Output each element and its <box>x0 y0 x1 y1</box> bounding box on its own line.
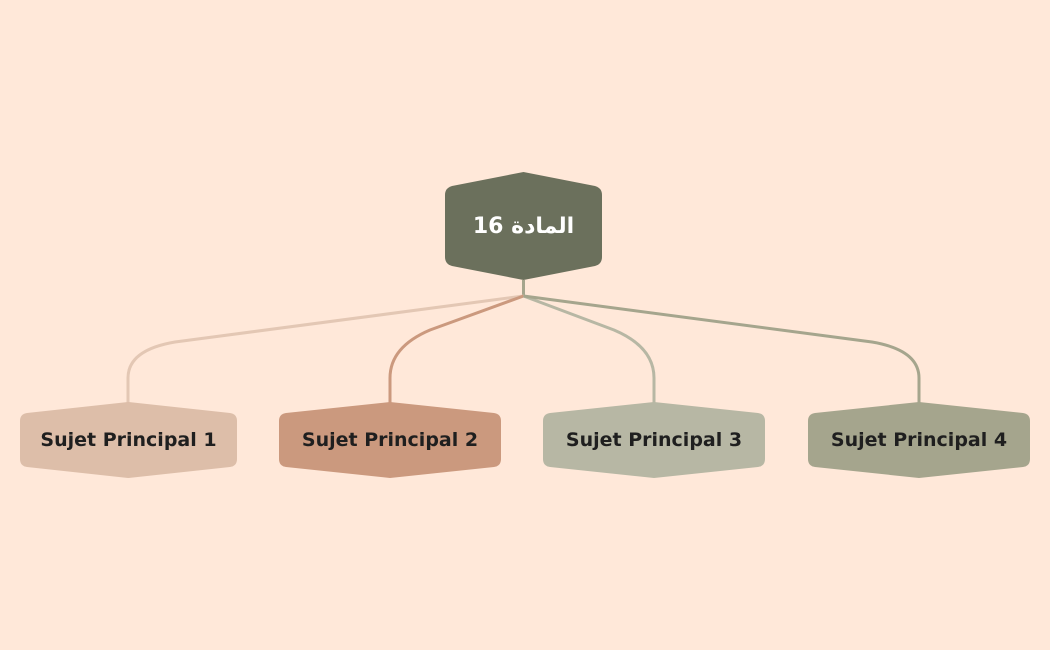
topic-label: Sujet Principal 3 <box>565 429 743 451</box>
connector-topic-2 <box>388 294 525 404</box>
topic-node-2[interactable]: Sujet Principal 2 <box>279 402 501 478</box>
topic-shape <box>279 402 501 478</box>
root-topic[interactable]: المادة 16 <box>445 172 602 280</box>
topic-label: Sujet Principal 1 <box>40 429 217 451</box>
topic-node-4[interactable]: Sujet Principal 4 <box>808 402 1030 478</box>
topic-label: Sujet Principal 4 <box>830 429 1008 451</box>
topic-node-1[interactable]: Sujet Principal 1 <box>20 402 237 478</box>
topic-shape <box>543 402 765 478</box>
connector-topic-1 <box>126 294 524 404</box>
connector-topic-3 <box>522 294 656 404</box>
root-topic-shape <box>445 172 602 280</box>
topic-node-3[interactable]: Sujet Principal 3 <box>543 402 765 478</box>
topic-shape <box>20 402 237 478</box>
root-topic-label: المادة 16 <box>472 213 575 239</box>
topic-shape <box>808 402 1030 478</box>
topic-label: Sujet Principal 2 <box>301 429 479 451</box>
connector-topic-4 <box>523 294 921 404</box>
